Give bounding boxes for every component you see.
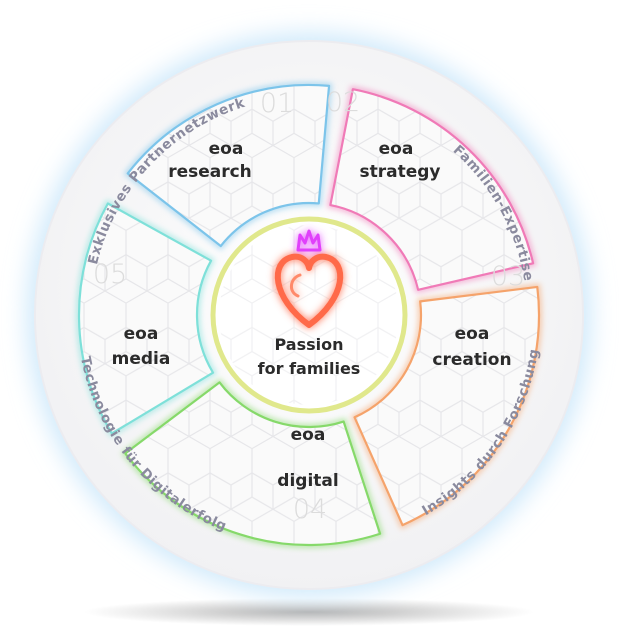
center-line-1: Passion (274, 335, 343, 354)
segment-border (77, 202, 215, 435)
segment-creation: 03 eoa creation (350, 261, 542, 530)
center-line-2: for families (258, 359, 361, 378)
segment-number: 04 (293, 494, 327, 525)
segment-digital: 04 eoa digital (121, 378, 384, 548)
segment-strategy: 02 eoa strategy (326, 85, 537, 294)
segment-title-line-1: eoa (455, 324, 490, 344)
segment-title-line-2: media (112, 349, 171, 369)
segment-number: 02 (326, 87, 360, 118)
segment-border (124, 381, 382, 547)
center-hub: Passion for families (210, 216, 408, 414)
segment-number: 01 (260, 88, 294, 119)
heart-inner-swirl (290, 273, 302, 298)
segment-title-line-2: research (168, 162, 252, 182)
segment-border (126, 83, 331, 248)
segment-hex-pattern (354, 286, 539, 526)
neon-heart-crown-icon (274, 229, 344, 328)
segment-border (329, 88, 535, 291)
center-hex-pattern (219, 225, 399, 405)
segment-hex-pattern (125, 382, 381, 545)
segment-border (353, 285, 541, 527)
segment-title-line-2: digital (277, 471, 338, 491)
segment-media: 05 eoa media (76, 199, 218, 438)
segment-number: 05 (93, 259, 127, 290)
drop-shadow (84, 598, 534, 626)
segment-title-line-1: eoa (291, 425, 326, 445)
segment-title-line-1: eoa (379, 139, 414, 159)
segment-title-line-2: creation (432, 350, 511, 370)
segment-hex-pattern (330, 89, 534, 290)
segment-ring: 01eoaresearch02eoastrategy03eoacreation0… (76, 82, 542, 548)
segment-title-line-1: eoa (124, 324, 159, 344)
crown-shape (296, 229, 322, 252)
heart-shape (274, 253, 344, 328)
segment-title-line-1: eoa (209, 139, 244, 159)
segment-research: 01 eoa research (123, 82, 333, 251)
segment-hex-pattern (78, 203, 213, 434)
segment-number: 03 (491, 261, 525, 292)
segment-title-line-2: strategy (359, 162, 440, 182)
segment-hex-pattern (127, 85, 330, 247)
